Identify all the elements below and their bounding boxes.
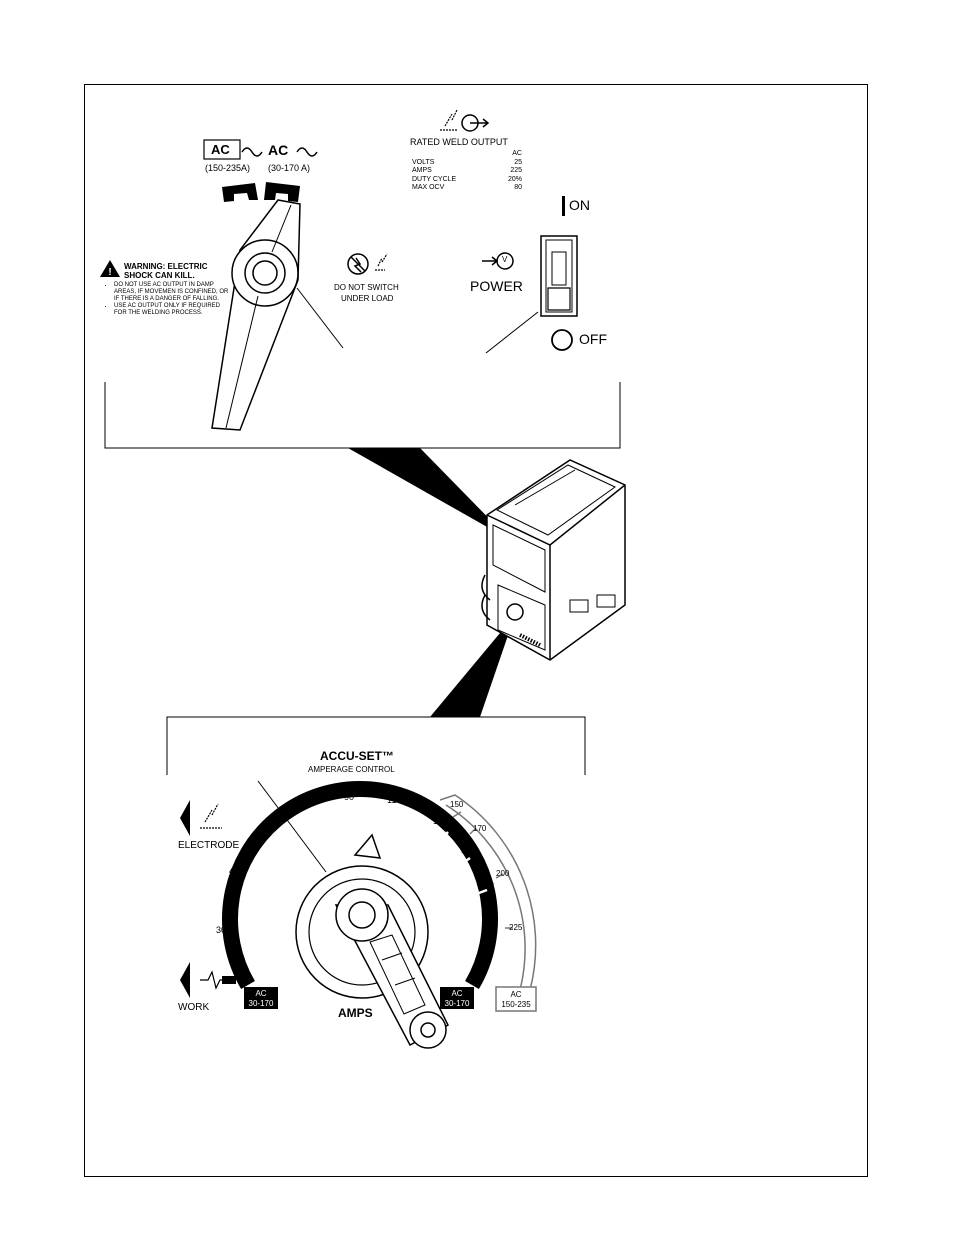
scale-label: 150 xyxy=(461,845,477,855)
outer-scale-band xyxy=(439,794,537,991)
on-label: ON xyxy=(569,197,590,213)
amperage-dial xyxy=(222,781,537,1049)
svg-text:!: ! xyxy=(108,267,111,278)
power-leader-line xyxy=(485,311,539,354)
rated-col-header: AC xyxy=(512,150,522,157)
work-arrow-icon xyxy=(180,962,190,998)
work-clamp-icon xyxy=(200,970,230,990)
accu-set-title: ACCU-SET™ xyxy=(320,749,394,763)
outer-scale-label: 225 xyxy=(509,923,523,932)
knob-pointer xyxy=(353,833,382,859)
figure-frame xyxy=(84,84,868,1177)
upper-callout-wedge xyxy=(348,448,510,540)
warning-label: WARNING: ELECTRIC SHOCK CAN KILL. DO NOT… xyxy=(100,262,230,317)
on-bar-icon xyxy=(562,196,565,216)
scale-label: 110 xyxy=(387,795,402,805)
lower-callout-wedge xyxy=(430,615,515,717)
inner-scale-band xyxy=(222,781,498,990)
ac-low-marker xyxy=(264,182,300,202)
weld-output-icon xyxy=(440,109,490,132)
inner-badge-left-bg xyxy=(244,987,278,1009)
power-switch xyxy=(540,235,578,317)
off-circle-icon xyxy=(551,329,573,351)
warning-triangle-icon xyxy=(100,260,120,277)
off-label: OFF xyxy=(579,331,607,347)
voltage-in-icon xyxy=(482,252,514,270)
scale-ticks xyxy=(240,802,488,942)
selector-leader-line xyxy=(296,287,344,349)
under-load-text: UNDER LOAD xyxy=(341,294,394,303)
scale-label: 130 xyxy=(433,816,449,826)
warning-item: USE AC OUTPUT ONLY IF REQUIRED FOR THE W… xyxy=(114,303,230,317)
no-switch-icon xyxy=(347,253,388,275)
welder-machine-icon xyxy=(481,459,626,661)
rated-output-title: RATED WELD OUTPUT xyxy=(410,137,508,147)
ac-high-marker xyxy=(222,183,258,202)
scale-label: 70 xyxy=(297,800,308,810)
outer-badge-bg xyxy=(495,986,537,1012)
amperage-leader-line xyxy=(257,780,327,873)
ac-low-wave-icon xyxy=(296,147,318,157)
v-symbol: V xyxy=(502,255,508,264)
scale-label: 90 xyxy=(344,792,355,802)
selector-panel-box xyxy=(104,382,621,449)
outer-scale-label: 170 xyxy=(473,824,487,833)
electrode-arrow-icon xyxy=(180,800,190,836)
ac-high-wave-icon xyxy=(241,147,263,157)
outer-scale-label: 200 xyxy=(496,869,510,878)
inner-badge-right-bg xyxy=(440,987,474,1009)
scale-label: 170 xyxy=(479,880,495,890)
ac-high-box xyxy=(203,139,241,160)
amperage-control-subtitle: AMPERAGE CONTROL xyxy=(308,765,395,774)
ac-low-label: AC xyxy=(268,142,289,158)
ac-high-range: (150-235A) xyxy=(205,163,251,173)
outer-scale-label: 150 xyxy=(450,800,464,809)
ac-high-label: AC xyxy=(211,142,230,157)
work-label: WORK xyxy=(178,1002,210,1013)
scale-label: 40 xyxy=(229,866,240,876)
scale-label: 30 xyxy=(216,925,227,935)
ac-low-range: (30-170 A) xyxy=(268,163,311,173)
electrode-label: ELECTRODE xyxy=(178,840,240,851)
range-selector-lever-icon xyxy=(211,199,301,431)
warning-item: DO NOT USE AC OUTPUT IN DAMP AREAS, IF M… xyxy=(114,282,230,303)
do-not-switch-text: DO NOT SWITCH xyxy=(334,283,399,292)
amperage-panel-box xyxy=(166,716,586,775)
electrode-icon xyxy=(200,803,222,829)
warning-title: WARNING: ELECTRIC SHOCK CAN KILL. xyxy=(124,262,208,280)
scale-label: 50 xyxy=(251,832,262,842)
power-label: POWER xyxy=(470,278,523,294)
amps-label: AMPS xyxy=(338,1006,373,1020)
